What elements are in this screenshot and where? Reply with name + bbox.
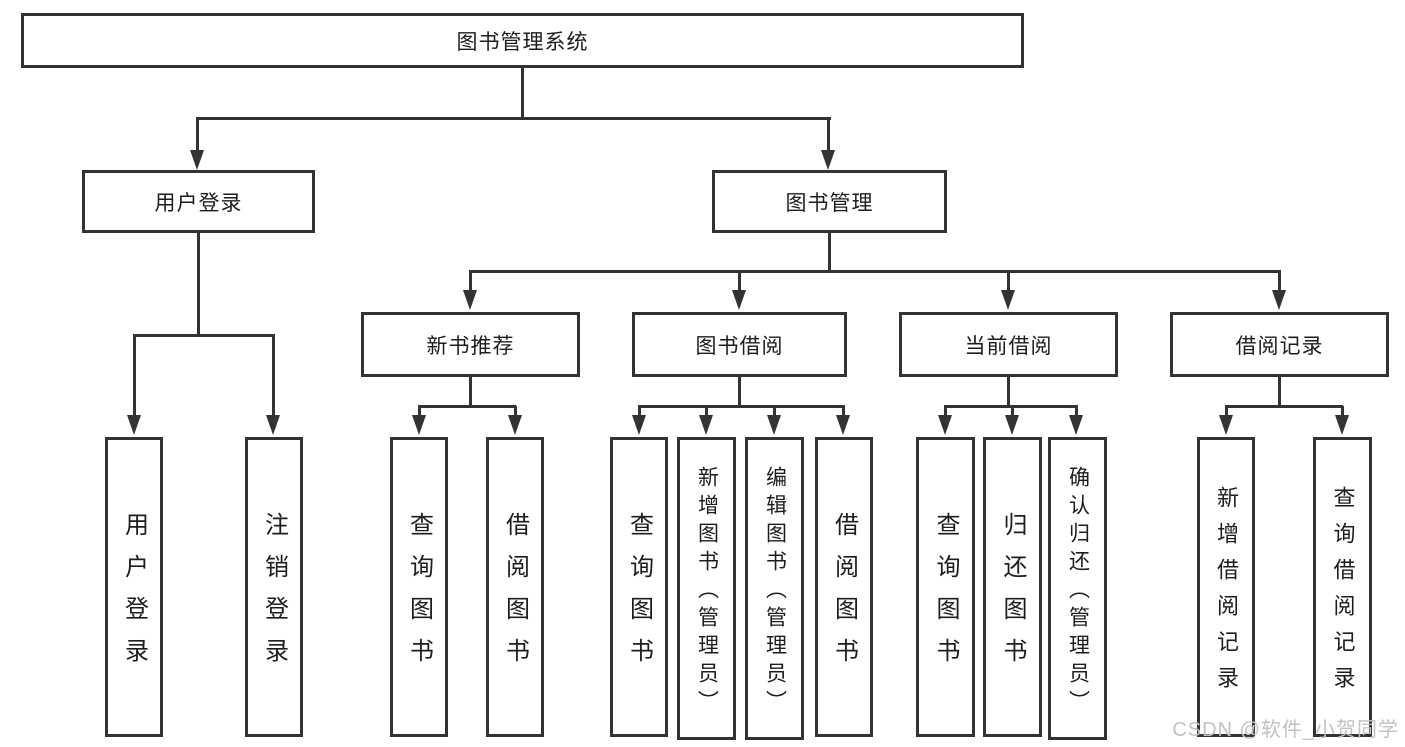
leaf-add-borrow-record-label: 新增借阅记录: [1214, 486, 1239, 702]
node-current-borrowing: 当前借阅: [899, 312, 1118, 377]
connector-line: [469, 270, 1281, 273]
connector-line: [196, 117, 831, 120]
leaf-query-books-2: 查询图书: [610, 437, 668, 737]
csdn-watermark: CSDN @软件_小贺同学: [1172, 719, 1399, 741]
node-user-login: 用户登录: [82, 170, 315, 233]
arrowhead-icon: [508, 415, 522, 435]
arrowhead-icon: [732, 290, 746, 310]
arrowhead-icon: [699, 415, 713, 435]
leaf-query-books-2-label: 查询图书: [625, 512, 653, 680]
arrowhead-icon: [1272, 290, 1286, 310]
connector-line: [842, 406, 845, 417]
connector-line: [133, 334, 275, 337]
arrowhead-icon: [412, 415, 426, 435]
leaf-logout: 注销登录: [245, 437, 303, 737]
connector-line: [828, 233, 831, 271]
leaf-query-borrow-record: 查询借阅记录: [1313, 437, 1372, 737]
connector-line: [1278, 377, 1281, 406]
leaf-query-borrow-record-label: 查询借阅记录: [1330, 486, 1356, 702]
leaf-borrow-books-1-label: 借阅图书: [501, 512, 529, 680]
arrowhead-icon: [1219, 415, 1233, 435]
leaf-add-borrow-record: 新增借阅记录: [1197, 437, 1255, 737]
leaf-user-login-label: 用户登录: [120, 512, 148, 680]
arrowhead-icon: [821, 150, 835, 170]
connector-line: [418, 405, 516, 408]
leaf-edit-books-admin: 编辑图书（管理员）: [745, 437, 804, 740]
connector-line: [1225, 405, 1343, 408]
connector-line: [521, 68, 524, 118]
leaf-query-books-1: 查询图书: [390, 437, 448, 737]
arrowhead-icon: [127, 415, 141, 435]
leaf-query-books-1-label: 查询图书: [405, 512, 433, 680]
leaf-add-books-admin-label: 新增图书（管理员）: [695, 466, 719, 718]
connector-line: [1225, 406, 1228, 417]
leaf-logout-label: 注销登录: [260, 512, 288, 680]
connector-line: [272, 335, 275, 417]
leaf-query-books-3-label: 查询图书: [932, 512, 959, 680]
leaf-user-login: 用户登录: [105, 437, 163, 737]
arrowhead-icon: [938, 415, 952, 435]
leaf-confirm-return-admin-label: 确认归还（管理员）: [1066, 466, 1090, 718]
connector-line: [773, 406, 776, 417]
arrowhead-icon: [1069, 415, 1083, 435]
leaf-borrow-books-2-label: 借阅图书: [830, 512, 858, 680]
connector-line: [1341, 406, 1344, 417]
arrowhead-icon: [190, 150, 204, 170]
connector-line: [1007, 271, 1010, 292]
connector-line: [469, 271, 472, 292]
node-new-book-recommend: 新书推荐: [361, 312, 580, 377]
connector-line: [705, 406, 708, 417]
connector-line: [1007, 377, 1010, 406]
connector-line: [133, 335, 136, 417]
node-book-management: 图书管理: [712, 170, 947, 233]
leaf-return-books-label: 归还图书: [999, 512, 1026, 680]
arrowhead-icon: [1001, 290, 1015, 310]
connector-line: [1075, 406, 1078, 417]
connector-line: [944, 406, 947, 417]
connector-line: [738, 377, 741, 406]
leaf-borrow-books-2: 借阅图书: [815, 437, 873, 737]
arrowhead-icon: [1335, 415, 1349, 435]
connector-line: [638, 406, 641, 417]
leaf-borrow-books-1: 借阅图书: [486, 437, 544, 737]
connector-line: [196, 118, 199, 152]
connector-line: [514, 406, 517, 417]
connector-line: [638, 405, 845, 408]
node-library-management-system: 图书管理系统: [21, 13, 1024, 68]
connector-line: [197, 233, 200, 335]
arrowhead-icon: [1005, 415, 1019, 435]
leaf-query-books-3: 查询图书: [916, 437, 975, 737]
arrowhead-icon: [632, 415, 646, 435]
connector-line: [1278, 271, 1281, 292]
connector-line: [827, 118, 830, 152]
leaf-edit-books-admin-label: 编辑图书（管理员）: [763, 466, 787, 718]
arrowhead-icon: [463, 290, 477, 310]
node-borrowing-records: 借阅记录: [1170, 312, 1389, 377]
arrowhead-icon: [266, 415, 280, 435]
connector-line: [418, 406, 421, 417]
node-book-borrowing: 图书借阅: [632, 312, 847, 377]
connector-line: [469, 377, 472, 406]
connector-line: [1011, 406, 1014, 417]
leaf-confirm-return-admin: 确认归还（管理员）: [1048, 437, 1107, 740]
arrowhead-icon: [767, 415, 781, 435]
arrowhead-icon: [836, 415, 850, 435]
connector-line: [738, 271, 741, 292]
leaf-add-books-admin: 新增图书（管理员）: [677, 437, 736, 740]
leaf-return-books: 归还图书: [983, 437, 1042, 737]
